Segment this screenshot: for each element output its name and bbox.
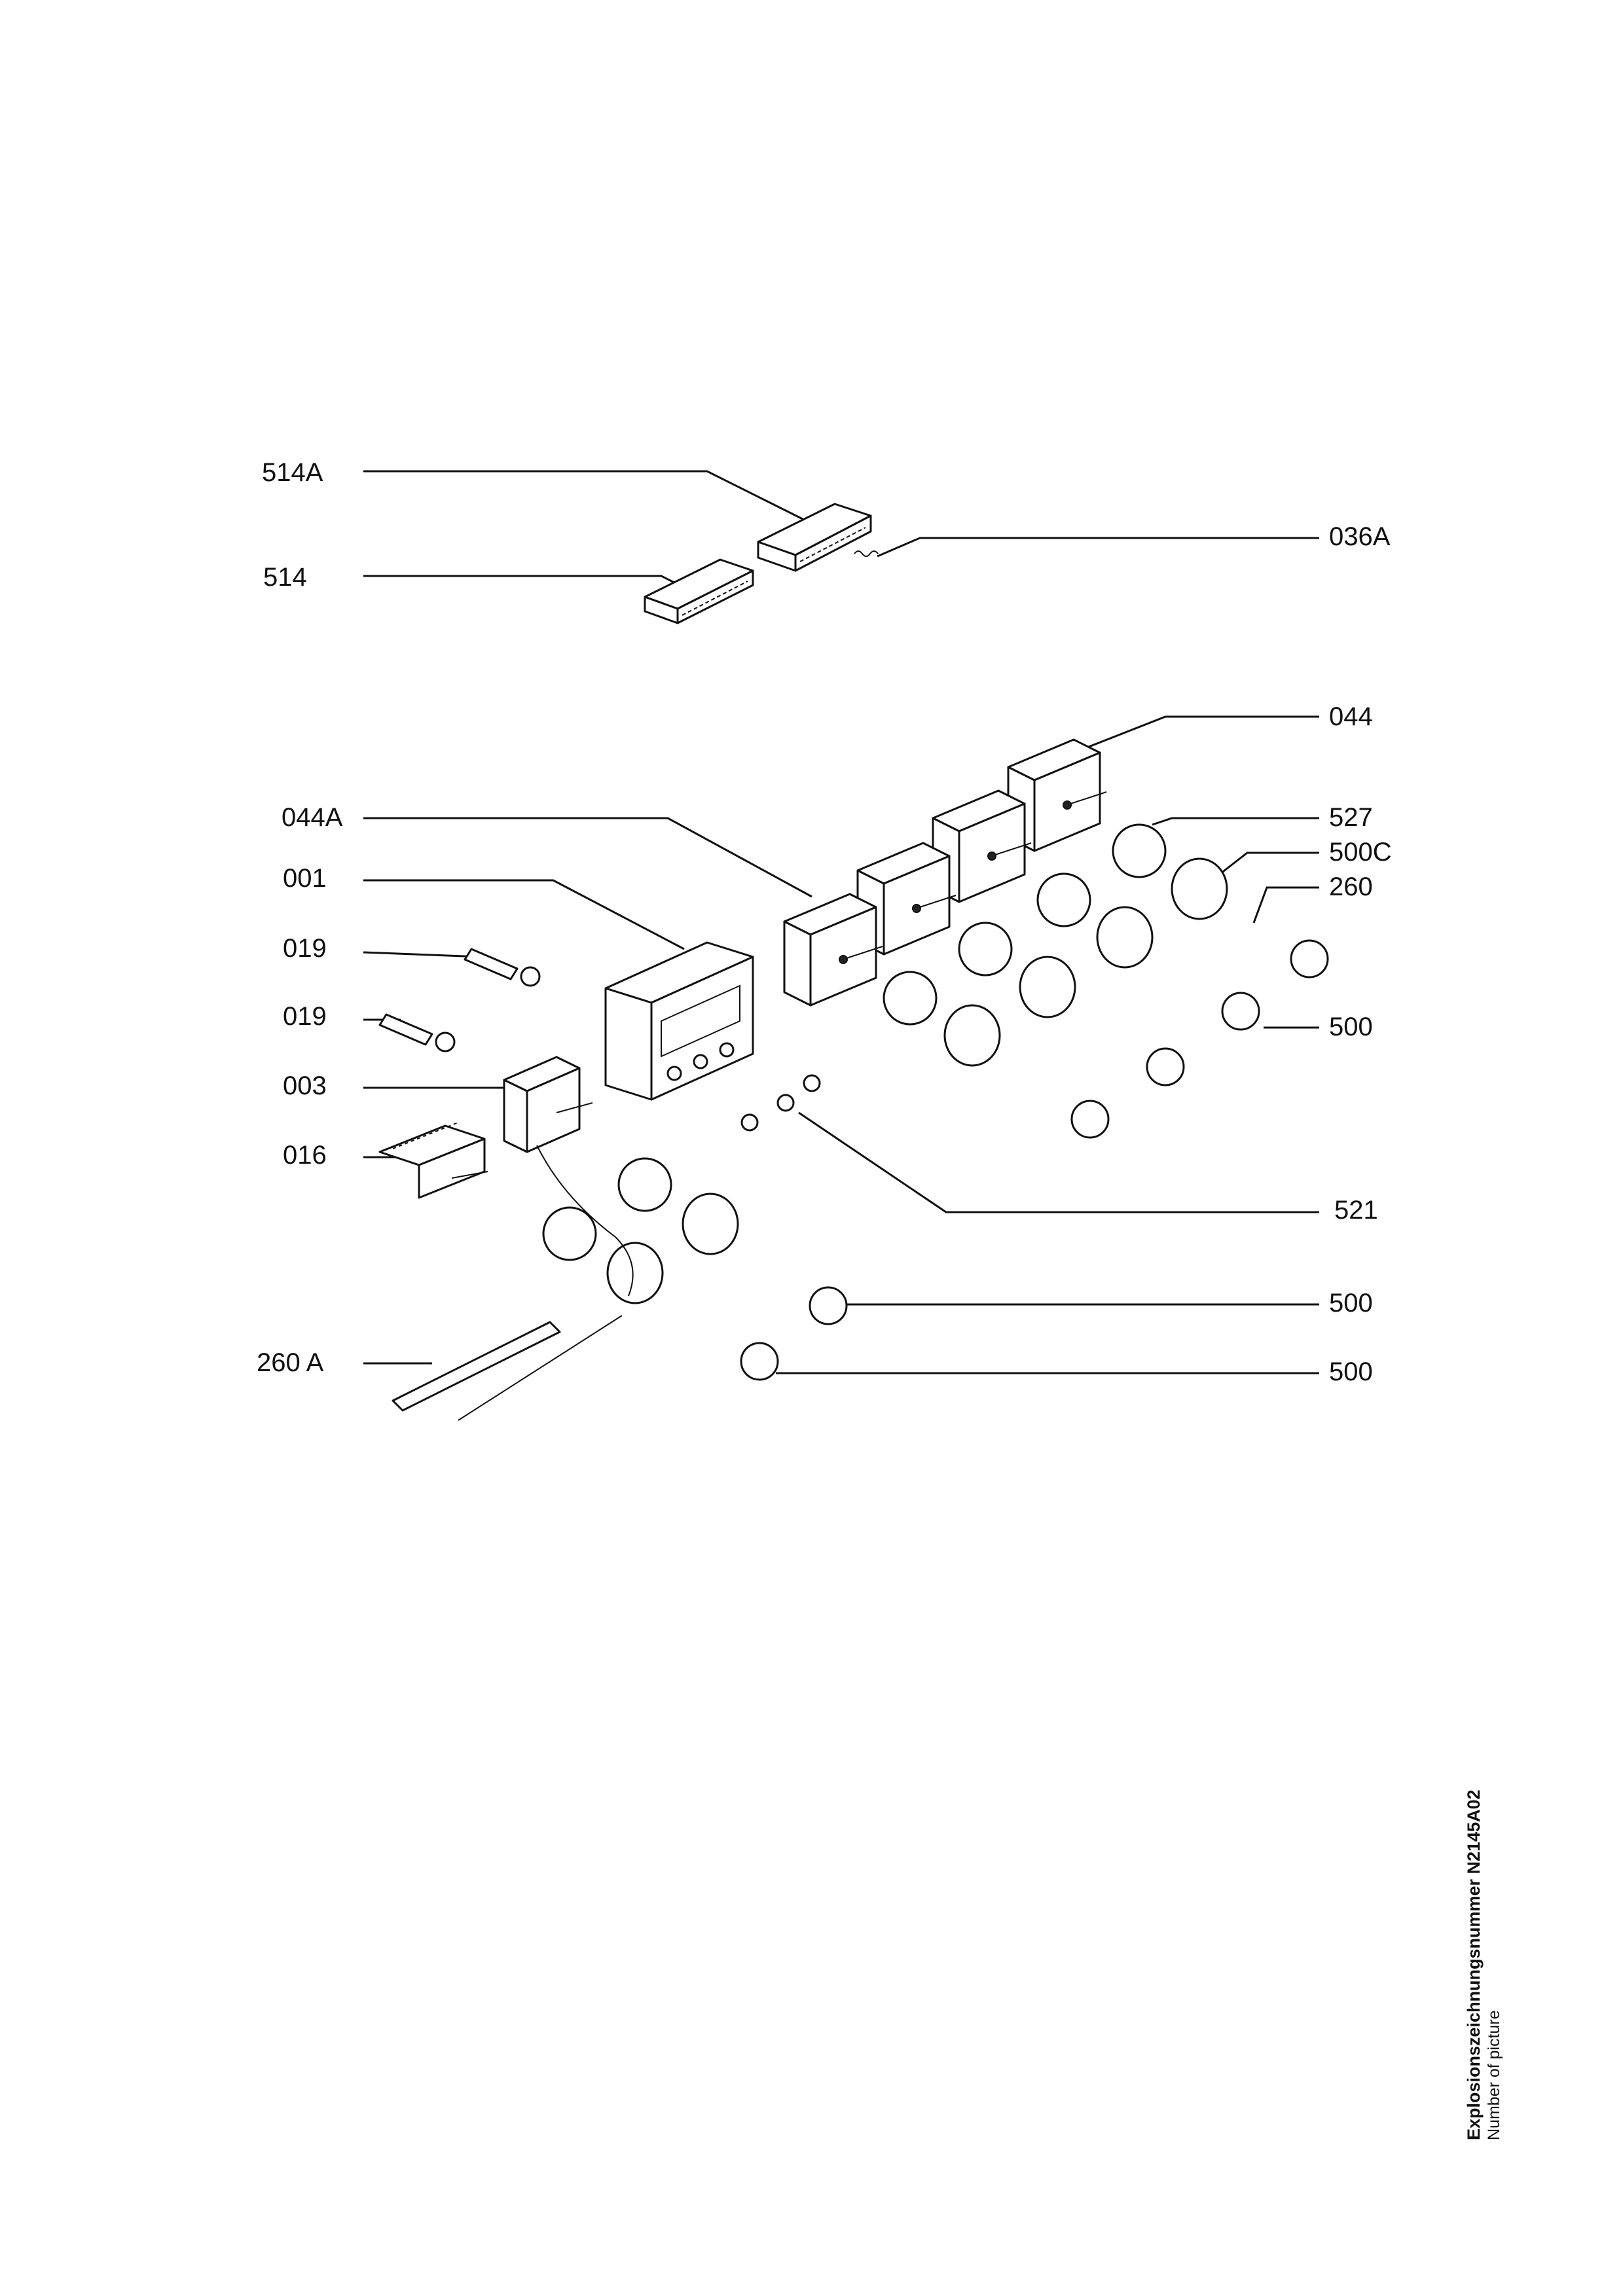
thermostat-260A bbox=[392, 1145, 634, 1421]
label-260: 260 bbox=[1329, 872, 1373, 901]
label-044: 044 bbox=[1329, 702, 1373, 731]
label-003: 003 bbox=[283, 1071, 327, 1100]
label-500-upper: 500 bbox=[1329, 1013, 1373, 1041]
lamp-019-top bbox=[464, 948, 541, 987]
caption-subtitle: Number of picture bbox=[1485, 2010, 1503, 2140]
timer-display-001 bbox=[604, 941, 754, 1101]
selector-switch-016 bbox=[378, 1122, 488, 1199]
label-527: 527 bbox=[1329, 803, 1373, 832]
label-019-bottom: 019 bbox=[283, 1002, 327, 1031]
label-514A: 514A bbox=[262, 458, 323, 487]
label-036A: 036A bbox=[1329, 522, 1391, 551]
label-260A: 260 A bbox=[257, 1348, 324, 1377]
label-500-middle: 500 bbox=[1329, 1289, 1373, 1318]
collars-527-upper bbox=[883, 823, 1167, 1026]
label-500C: 500C bbox=[1329, 838, 1392, 867]
label-044A: 044A bbox=[282, 803, 343, 832]
label-016: 016 bbox=[283, 1141, 327, 1170]
regulator-4-044A bbox=[783, 893, 883, 1007]
collars-527-lower bbox=[542, 1157, 672, 1261]
spring-036A bbox=[854, 550, 879, 557]
switch-003 bbox=[503, 1056, 593, 1153]
label-019-top: 019 bbox=[283, 934, 327, 963]
label-514: 514 bbox=[263, 563, 307, 592]
knobs-500-lower bbox=[740, 1286, 848, 1381]
energy-regulators-044 bbox=[783, 738, 1107, 1007]
connector-514A bbox=[757, 503, 872, 572]
label-001: 001 bbox=[283, 864, 327, 893]
regulator-1 bbox=[1007, 738, 1107, 852]
caption-title: Explosionszeichnungsnummer N2145A02 bbox=[1464, 1789, 1484, 2140]
label-521: 521 bbox=[1334, 1196, 1378, 1225]
knobs-500-upper bbox=[1070, 939, 1329, 1139]
picture-number-caption: Explosionszeichnungsnummer N2145A02 Numb… bbox=[1463, 1789, 1503, 2166]
label-500-lower: 500 bbox=[1329, 1357, 1373, 1386]
rings-500C-upper bbox=[943, 857, 1228, 1067]
buttons-521 bbox=[740, 1074, 821, 1132]
connector-514 bbox=[644, 558, 754, 624]
lamp-019-bottom bbox=[378, 1013, 456, 1052]
rings-500C-lower bbox=[606, 1193, 739, 1304]
